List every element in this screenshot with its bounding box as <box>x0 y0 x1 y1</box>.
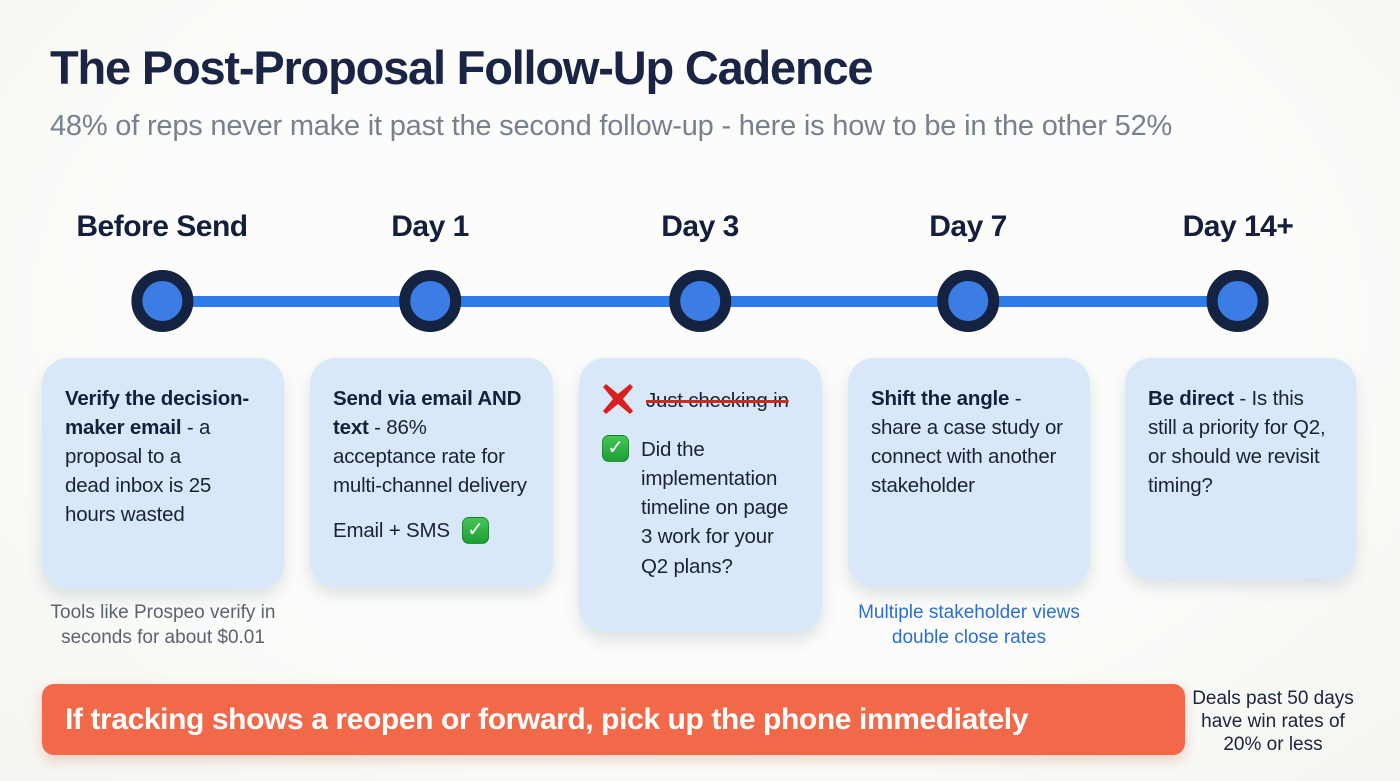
card-day-7-lead: Shift the angle <box>871 387 1010 410</box>
timeline-node-icon <box>937 270 999 332</box>
card-before-send-body: - a proposal to a dead inbox is 25 hours… <box>65 416 212 527</box>
card-day-3-do-text: Did the implementation timeline on page … <box>641 438 789 578</box>
card-day-1-tag-row: Email + SMS ✓ <box>333 516 530 545</box>
timeline-stop-label: Day 7 <box>929 210 1007 243</box>
card-before-send-text: Verify the decision-maker email - a prop… <box>65 384 261 530</box>
timeline-stop-day-14: Day 14+ <box>1183 210 1294 332</box>
card-day-1-body: - 86% acceptance rate for multi-channel … <box>333 416 527 498</box>
card-day-14-text: Be direct - Is this still a priority for… <box>1148 384 1333 500</box>
callout-banner-text: If tracking shows a reopen or forward, p… <box>65 702 1028 736</box>
timeline-stop-label: Before Send <box>76 210 248 243</box>
card-day-14-lead: Be direct <box>1148 387 1234 410</box>
page-subtitle: 48% of reps never make it past the secon… <box>50 110 1173 142</box>
timeline-node-icon <box>669 270 731 332</box>
card-day-1: Send via email AND text - 86% acceptance… <box>310 358 553 587</box>
card-day-1-text: Send via email AND text - 86% acceptance… <box>333 384 530 500</box>
card-day-14-body: - Is this still a priority for Q2, or sh… <box>1148 387 1326 498</box>
timeline-node-icon <box>131 270 193 332</box>
banner-side-note: Deals past 50 days have win rates of 20%… <box>1192 688 1354 756</box>
check-icon: ✓ <box>461 517 489 545</box>
card-day-7-text: Shift the angle - share a case study or … <box>871 384 1067 500</box>
timeline-stop-day-7: Day 7 <box>929 210 1007 332</box>
card-day-1-lead: Send via email AND text <box>333 387 522 440</box>
callout-banner: If tracking shows a reopen or forward, p… <box>42 684 1185 755</box>
card-day-1-tag-label: Email + SMS <box>333 519 450 543</box>
card-day-3-dont-text: Just checking in <box>646 389 789 412</box>
timeline-stop-label: Day 14+ <box>1182 210 1294 243</box>
timeline-stop-label: Day 1 <box>391 210 469 243</box>
cross-icon <box>603 384 633 414</box>
card-day-3: Just checking in ✓ Did the implementatio… <box>579 358 822 632</box>
timeline-node-icon <box>399 270 461 332</box>
timeline-stop-day-1: Day 1 <box>391 210 469 332</box>
card-day-14: Be direct - Is this still a priority for… <box>1125 358 1356 579</box>
card-day-7-body: - share a case study or connect with ano… <box>871 387 1063 498</box>
timeline-stop-before-send: Before Send <box>76 210 248 332</box>
card-before-send: Verify the decision-maker email - a prop… <box>42 358 284 589</box>
timeline-stop-label: Day 3 <box>661 210 739 243</box>
card-day-7-footnote: Multiple stakeholder views double close … <box>858 602 1080 648</box>
timeline-node-icon <box>1206 270 1269 332</box>
card-before-send-lead: Verify the decision-maker email <box>65 387 249 440</box>
card-day-3-dont-row: Just checking in <box>602 384 799 415</box>
card-day-7: Shift the angle - share a case study or … <box>848 358 1090 587</box>
timeline-stop-day-3: Day 3 <box>661 210 739 332</box>
card-day-3-do-row: ✓ Did the implementation timeline on pag… <box>602 435 799 581</box>
page-title: The Post-Proposal Follow-Up Cadence <box>50 41 874 94</box>
check-icon: ✓ <box>602 435 629 463</box>
card-before-send-footnote: Tools like Prospeo verify in seconds for… <box>50 602 276 648</box>
